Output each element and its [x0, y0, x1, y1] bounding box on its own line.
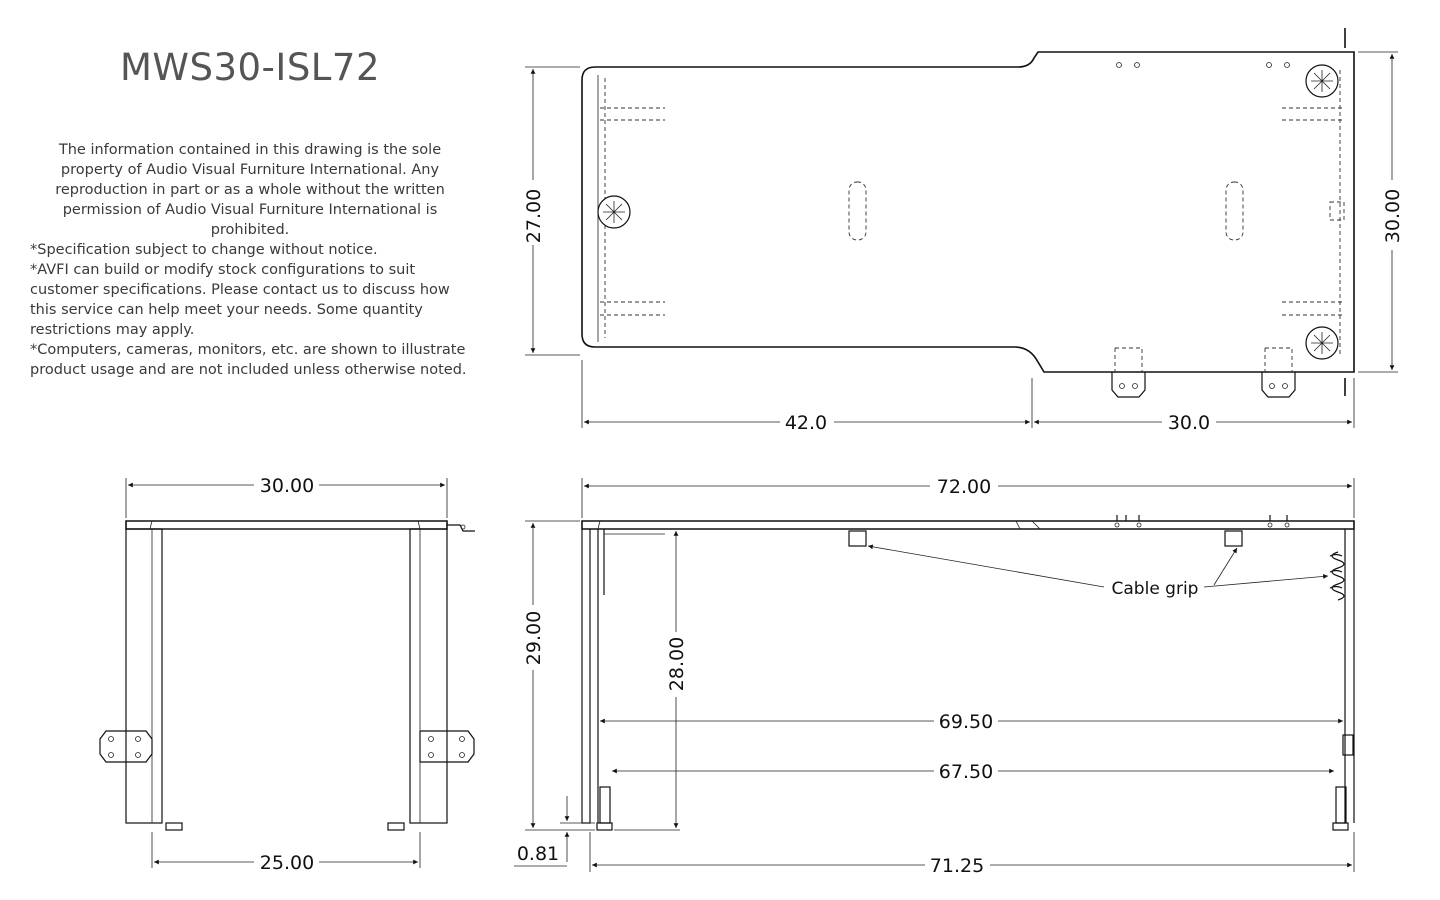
dim-foot-span: 25.00 — [260, 852, 314, 874]
dim-foot-span-front: 71.25 — [930, 855, 984, 877]
note-1: *Specification subject to change without… — [30, 242, 378, 258]
note-2: *AVFI can build or modify stock configur… — [30, 262, 450, 338]
dim-depth-wide: 30.00 — [1382, 189, 1404, 243]
dim-foot-height: 0.81 — [517, 843, 559, 865]
dim-span-upper: 69.50 — [939, 711, 993, 733]
drawing-title: MWS30-ISL72 — [119, 46, 381, 89]
grommet-icon — [1305, 326, 1339, 360]
side-view: 30.00 25.00 — [99, 475, 475, 874]
notice-block: The information contained in this drawin… — [30, 140, 470, 380]
dim-depth-narrow: 27.00 — [523, 189, 545, 243]
grommet-icon — [1305, 64, 1339, 98]
dim-length-wide: 30.0 — [1168, 412, 1210, 434]
dim-inner-height: 28.00 — [666, 637, 688, 691]
dim-width: 30.00 — [260, 475, 314, 497]
proprietary-notice: The information contained in this drawin… — [55, 142, 445, 238]
dim-span-lower: 67.50 — [939, 761, 993, 783]
dim-length-narrow: 42.0 — [785, 412, 827, 434]
cable-grip-label: Cable grip — [1112, 579, 1199, 599]
grommet-icon — [597, 195, 631, 229]
dim-overall-length: 72.00 — [937, 476, 991, 498]
note-3: *Computers, cameras, monitors, etc. are … — [30, 342, 467, 378]
front-view: Cable grip 72.00 29.00 28.00 69.50 67.50… — [514, 476, 1355, 877]
dim-height: 29.00 — [523, 611, 545, 665]
top-view: 27.00 30.00 42.0 30.0 — [523, 28, 1404, 434]
